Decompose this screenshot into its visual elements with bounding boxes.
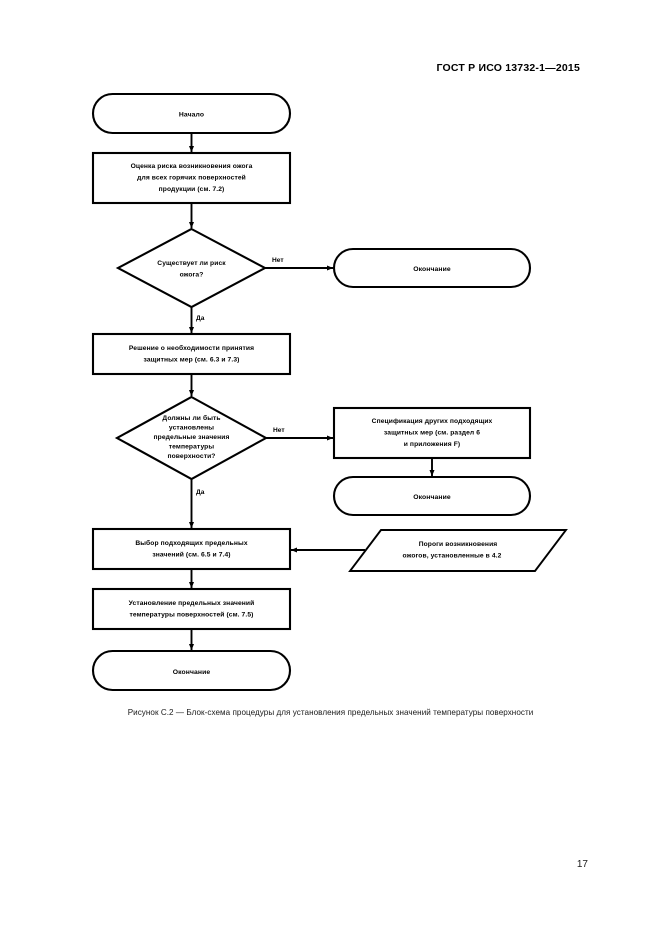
node-protective-measures: Решение о необходимости принятия защитны… (91, 332, 292, 376)
node-other-measures-line2: защитных мер (см. раздел 6 (384, 430, 480, 437)
node-end-other-measures: Окончание (332, 475, 532, 517)
node-select-values-line2: значений (см. 6.5 и 7.4) (152, 551, 230, 559)
node-set-limits-line2: температуры поверхностей (см. 7.5) (130, 611, 254, 619)
node-set-limits-line1: Установление предельных значений (129, 599, 255, 607)
node-decision-risk: Существует ли риск ожога? (115, 227, 268, 309)
node-decision-risk-line2: ожога? (180, 272, 204, 279)
node-start-label: Начало (179, 112, 204, 119)
node-burn-thresholds-line1: Пороги возникновения (419, 541, 498, 548)
node-decision-risk-line1: Существует ли риск (157, 260, 226, 267)
node-other-measures-line1: Спецификация других подходящих (372, 418, 493, 425)
page-number: 17 (576, 859, 588, 870)
node-burn-thresholds-line2: ожогов, установленные в 4.2 (403, 553, 502, 560)
edge-label-risk-yes: Да (196, 315, 205, 322)
flowchart-figure: Начало Оценка риска возникновения ожога … (0, 88, 661, 704)
node-protective-measures-line2: защитных мер (см. 6.3 и 7.3) (144, 357, 240, 364)
node-risk-assessment-line3: продукции (см. 7.2) (159, 186, 225, 193)
node-set-limits: Установление предельных значений темпера… (91, 587, 292, 631)
node-risk-assessment-line1: Оценка риска возникновения ожога (131, 163, 253, 170)
node-decision-limits: Должны ли быть установлены предельные зн… (114, 395, 269, 481)
node-start: Начало (91, 92, 292, 135)
node-select-values: Выбор подходящих предельных значений (см… (91, 527, 292, 571)
node-select-values-line1: Выбор подходящих предельных (135, 539, 248, 547)
node-decision-limits-line4: температуры (169, 444, 215, 451)
node-end-final-label: Окончание (173, 669, 211, 676)
node-end-other-measures-label: Окончание (413, 494, 451, 501)
edge-label-risk-no: Нет (272, 257, 284, 264)
node-burn-thresholds: Пороги возникновения ожогов, установленн… (348, 529, 568, 572)
edge-label-limits-no: Нет (273, 427, 285, 434)
node-risk-assessment: Оценка риска возникновения ожога для все… (91, 151, 292, 205)
node-end-no-risk-label: Окончание (413, 266, 451, 273)
node-protective-measures-line1: Решение о необходимости принятия (129, 344, 254, 352)
node-decision-limits-line3: предельные значения (154, 434, 230, 441)
node-other-measures: Спецификация других подходящих защитных … (332, 406, 532, 460)
node-decision-limits-line5: поверхности? (167, 453, 215, 460)
figure-caption: Рисунок С.2 — Блок-схема процедуры для у… (127, 708, 534, 717)
edge-label-limits-yes: Да (196, 489, 205, 496)
node-other-measures-line3: и приложения F) (404, 441, 460, 448)
node-decision-limits-line1: Должны ли быть (162, 414, 220, 422)
node-decision-limits-line2: установлены (169, 425, 214, 432)
node-risk-assessment-line2: для всех горячих поверхностей (137, 174, 246, 182)
node-end-no-risk: Окончание (332, 247, 532, 289)
document-header-standard-number: ГОСТ Р ИСО 13732-1—2015 (436, 62, 580, 74)
node-end-final: Окончание (91, 649, 292, 692)
